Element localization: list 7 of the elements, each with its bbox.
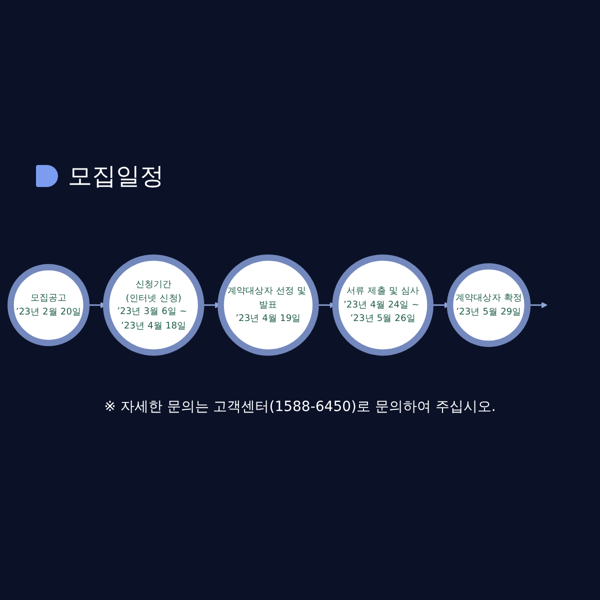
node-circle: 신청기간 (인터넷 신청) ’23년 3월 6일 ~ ’23년 4월 18일 [102, 254, 204, 356]
node-circle: 서류 제출 및 심사 ’23년 4월 24일 ~ ’23년 5월 26일 [332, 254, 434, 356]
title: 모집일정 [68, 161, 164, 192]
node-circle: 모집공고 ’23년 2월 20일 [7, 264, 90, 346]
node-circle: 계약대상자 선정 및 발표 ’23년 4월 19일 [218, 254, 319, 356]
node-circle: 계약대상자 확정 ’23년 5월 29일 [446, 263, 531, 347]
note-text: ※ 자세한 문의는 고객센터(1588-6450)로 문의하여 주십시오. [103, 398, 497, 416]
